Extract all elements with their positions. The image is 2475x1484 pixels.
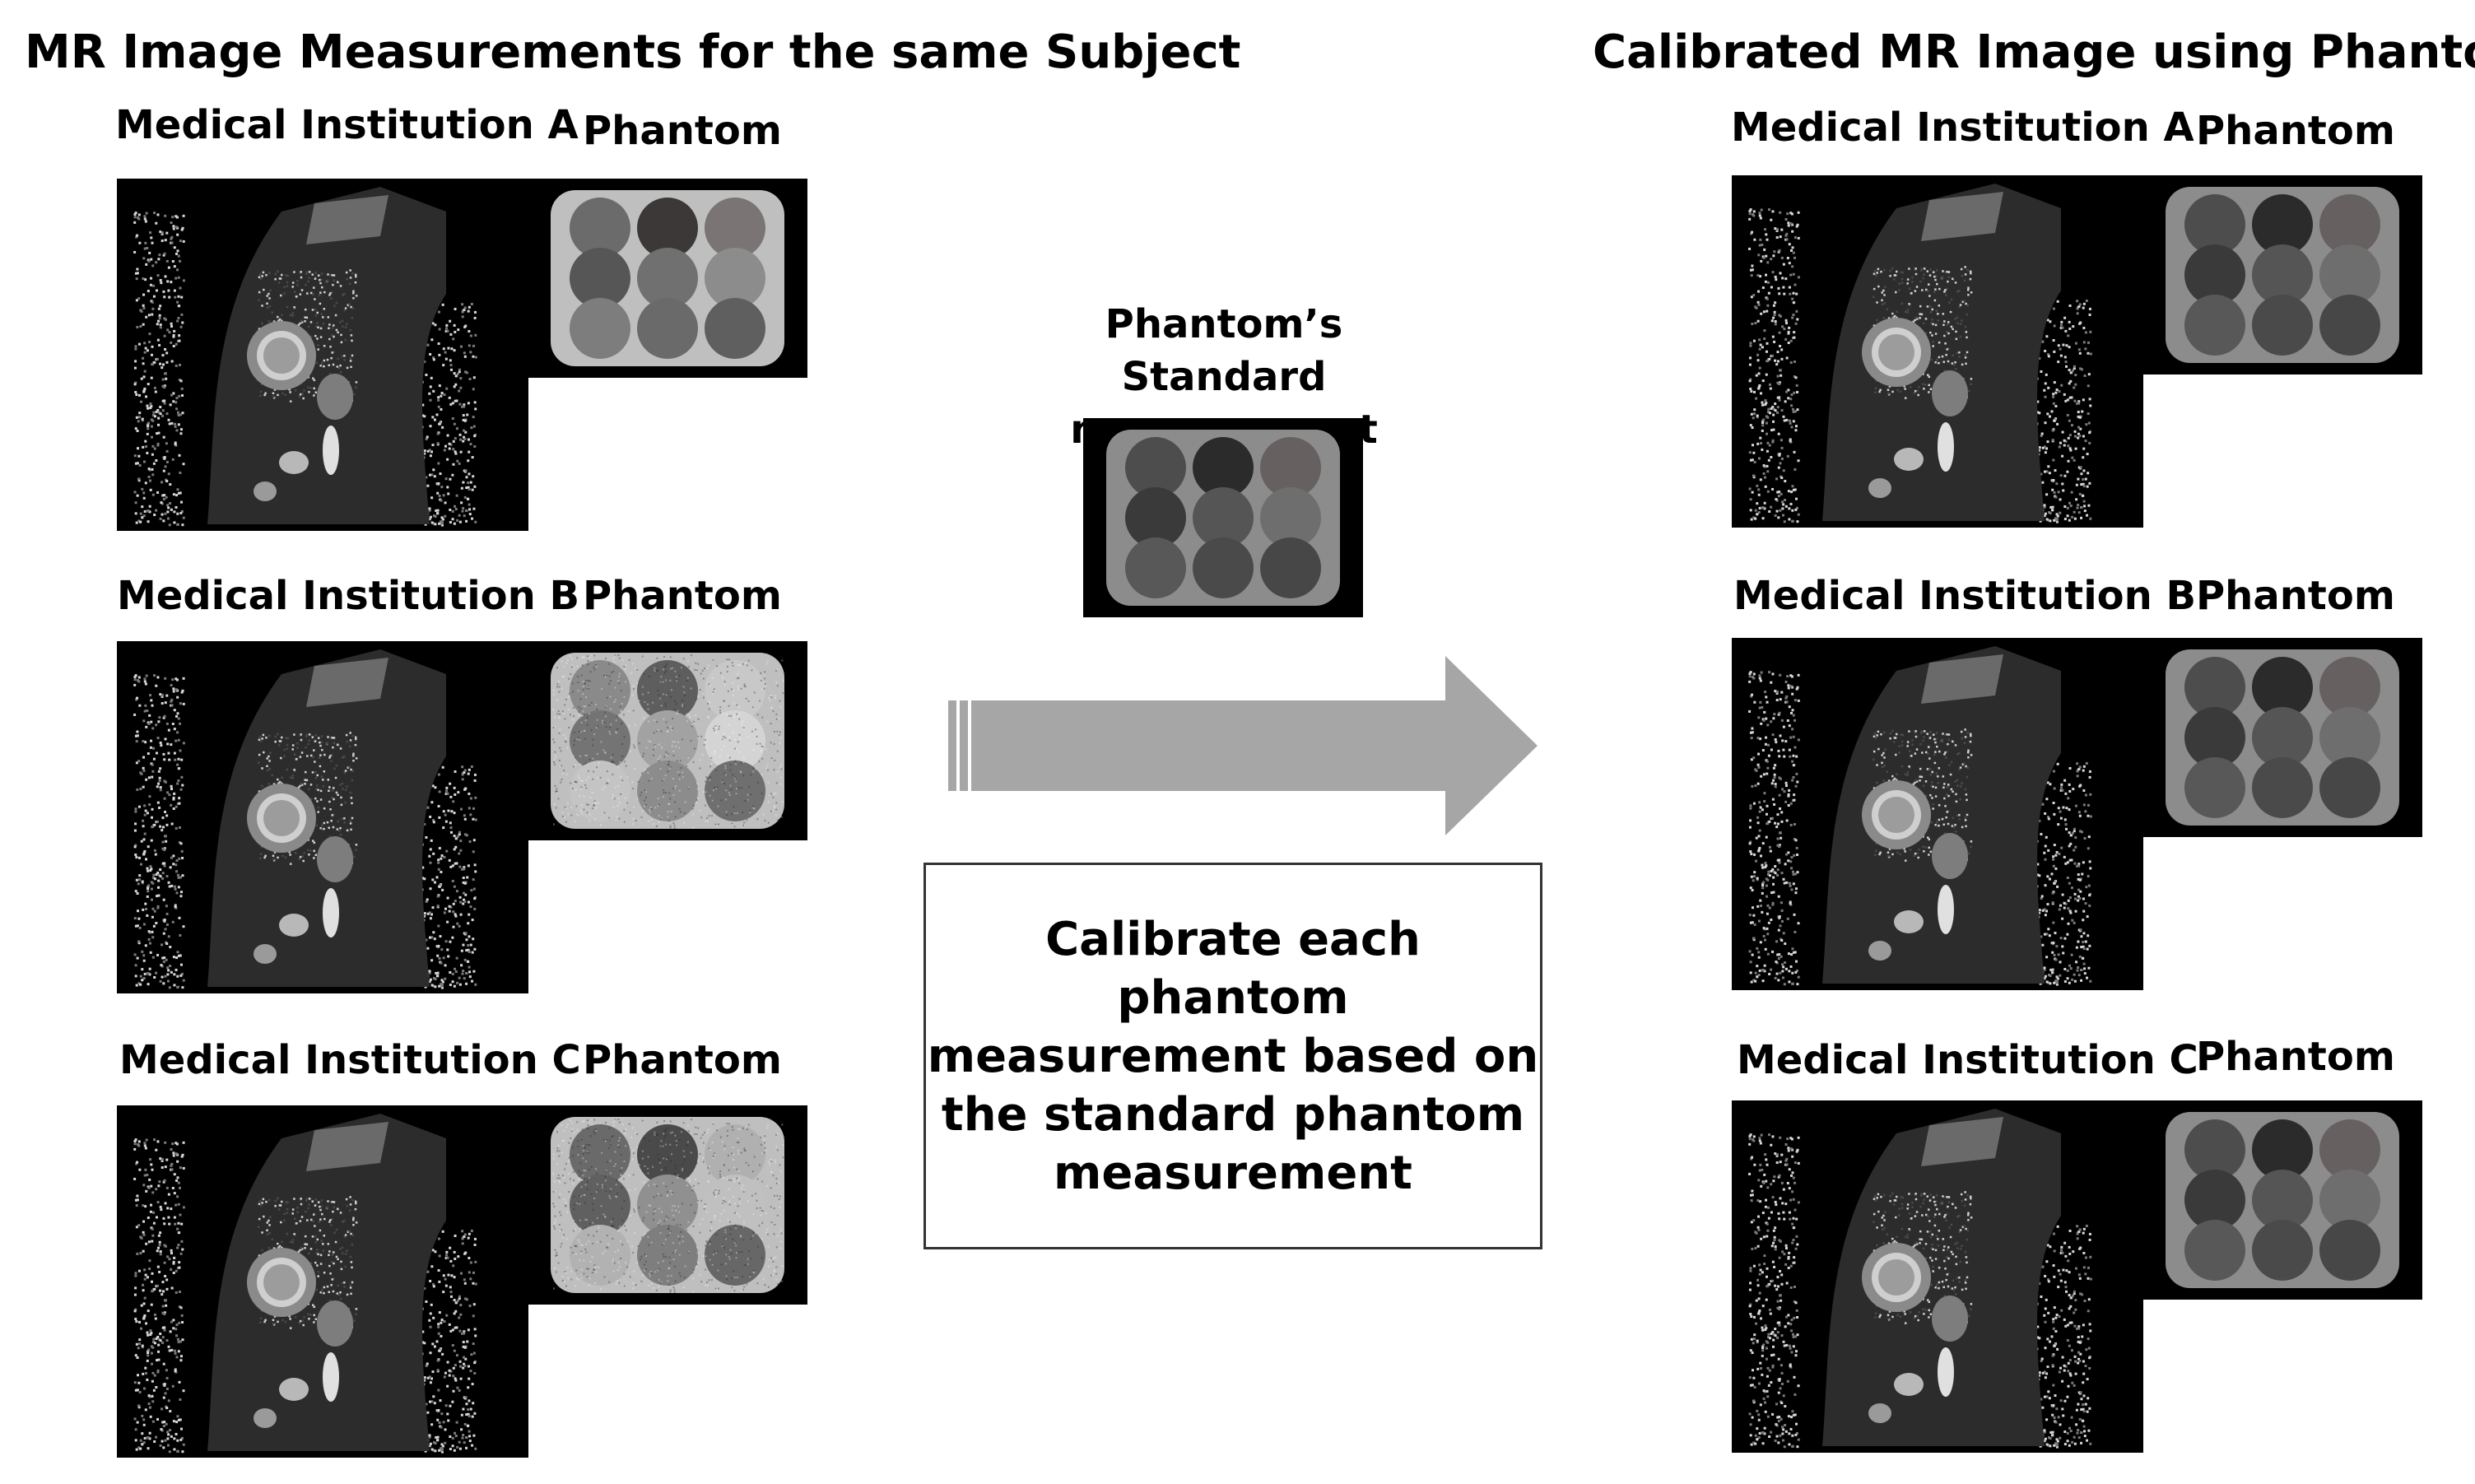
phantom-vial	[2184, 757, 2245, 818]
phantom-vial	[2252, 194, 2313, 255]
phantom-vial	[1193, 487, 1254, 548]
left-institution-b-phantom-image	[528, 641, 807, 840]
left-institution-a-phantom-image	[528, 179, 807, 378]
phantom-vial	[1125, 537, 1186, 598]
phantom-vial	[705, 1175, 765, 1235]
phantom-vial	[637, 1175, 698, 1235]
phantom-vial	[2184, 1170, 2245, 1230]
phantom-vial	[2252, 757, 2313, 818]
phantom-vial	[705, 660, 765, 721]
phantom-vial	[570, 761, 630, 821]
left-institution-b-phantom-label: Phantom	[583, 573, 782, 619]
phantom-vial	[2252, 1220, 2313, 1281]
left-institution-a-phantom-label: Phantom	[583, 108, 782, 154]
right-institution-b-phantom-label: Phantom	[2196, 573, 2395, 619]
phantom-vial	[2184, 707, 2245, 768]
phantom-vial	[2184, 295, 2245, 356]
phantom-vial	[2252, 707, 2313, 768]
phantom-vial	[637, 1225, 698, 1286]
left-institution-c-label: Medical Institution C	[119, 1037, 581, 1083]
phantom-vial	[2319, 1119, 2380, 1180]
phantom-vial	[637, 198, 698, 258]
left-institution-c-mr-image	[117, 1105, 528, 1458]
phantom-vial	[570, 660, 630, 721]
phantom-vial	[2319, 194, 2380, 255]
phantom-vial	[1125, 437, 1186, 498]
phantom-vial	[2184, 657, 2245, 718]
right-institution-a-phantom-image	[2142, 175, 2422, 374]
phantom-vial	[570, 198, 630, 258]
right-institution-c-mr-image	[1732, 1100, 2143, 1453]
phantom-vial	[2319, 657, 2380, 718]
phantom-vial	[570, 710, 630, 771]
phantom-vial	[1125, 487, 1186, 548]
right-institution-b-label: Medical Institution B	[1733, 573, 2197, 619]
left-institution-b-label: Medical Institution B	[117, 573, 580, 619]
phantom-vial	[637, 660, 698, 721]
right-institution-a-label: Medical Institution A	[1731, 105, 2194, 151]
arrow-body	[971, 656, 1538, 835]
phantom-vial	[1193, 437, 1254, 498]
phantom-vial	[570, 1175, 630, 1235]
phantom-vial	[705, 1225, 765, 1286]
phantom-vial	[1260, 437, 1321, 498]
phantom-vial	[2319, 1170, 2380, 1230]
phantom-vial	[705, 761, 765, 821]
right-institution-a-phantom-label: Phantom	[2196, 108, 2395, 154]
right-institution-c-phantom-label: Phantom	[2196, 1034, 2395, 1080]
right-institution-c-phantom-image	[2142, 1100, 2422, 1300]
phantom-vial	[1260, 487, 1321, 548]
phantom-vial	[2252, 244, 2313, 305]
phantom-vial	[570, 248, 630, 309]
phantom-vial	[705, 298, 765, 359]
phantom-vial	[2319, 295, 2380, 356]
right-title: Calibrated MR Image using Phantom	[1593, 26, 2475, 79]
phantom-vial	[2319, 757, 2380, 818]
right-institution-a-mr-image	[1732, 175, 2143, 528]
phantom-vial	[2184, 1119, 2245, 1180]
phantom-vial	[2252, 295, 2313, 356]
phantom-vial	[705, 1124, 765, 1185]
phantom-vial	[570, 1225, 630, 1286]
left-title: MR Image Measurements for the same Subje…	[25, 26, 1241, 79]
phantom-vial	[1193, 537, 1254, 598]
phantom-vial	[2252, 1119, 2313, 1180]
phantom-vial	[570, 1124, 630, 1185]
phantom-vial	[637, 1124, 698, 1185]
calibration-text: Calibrate each phantom measurement based…	[927, 912, 1539, 1200]
calibration-arrow-icon	[948, 656, 1538, 835]
phantom-vial	[2319, 1220, 2380, 1281]
phantom-vial	[637, 248, 698, 309]
left-institution-c-phantom-label: Phantom	[583, 1037, 782, 1083]
phantom-vial	[2252, 1170, 2313, 1230]
calibration-box: Calibrate each phantom measurement based…	[923, 863, 1542, 1249]
phantom-vial	[2319, 244, 2380, 305]
phantom-vial	[705, 198, 765, 258]
phantom-vial	[570, 298, 630, 359]
arrow-tail-bar-2	[960, 700, 968, 791]
phantom-vial	[2319, 707, 2380, 768]
phantom-vial	[1260, 537, 1321, 598]
phantom-vial	[2184, 244, 2245, 305]
phantom-vial	[637, 298, 698, 359]
left-institution-a-mr-image	[117, 179, 528, 531]
phantom-vial	[705, 248, 765, 309]
phantom-vial	[2184, 194, 2245, 255]
right-institution-b-phantom-image	[2142, 638, 2422, 837]
phantom-vial	[705, 710, 765, 771]
phantom-vial	[637, 710, 698, 771]
standard-phantom-image	[1083, 418, 1363, 617]
left-institution-b-mr-image	[117, 641, 528, 993]
arrow-tail-bar-1	[948, 700, 956, 791]
left-institution-a-label: Medical Institution A	[115, 102, 579, 148]
right-institution-b-mr-image	[1732, 638, 2143, 990]
phantom-vial	[637, 761, 698, 821]
phantom-vial	[2184, 1220, 2245, 1281]
phantom-vial	[2252, 657, 2313, 718]
right-institution-c-label: Medical Institution C	[1737, 1037, 2198, 1083]
left-institution-c-phantom-image	[528, 1105, 807, 1305]
